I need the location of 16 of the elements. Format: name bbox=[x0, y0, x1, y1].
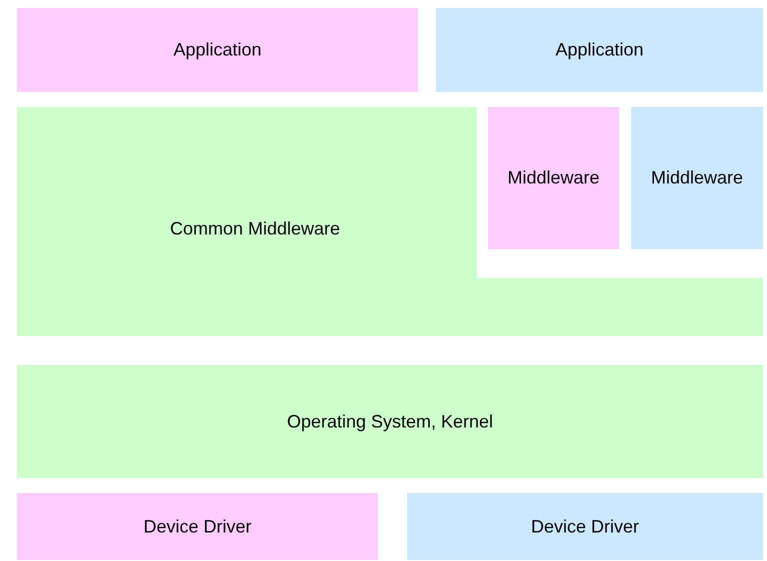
driver-layer bbox=[407, 493, 763, 560]
layer-label: Common Middleware bbox=[170, 218, 340, 240]
middleware-block bbox=[631, 107, 763, 249]
application-layer bbox=[17, 8, 418, 92]
middleware-block bbox=[488, 107, 619, 249]
middleware-layer bbox=[17, 107, 763, 336]
layer-label: Device Driver bbox=[530, 516, 640, 537]
layer-label: Device Driver bbox=[143, 516, 252, 537]
layer-label: Middleware bbox=[507, 168, 600, 188]
driver-layer bbox=[17, 493, 378, 560]
application-layer bbox=[436, 8, 763, 92]
kernel-layer bbox=[17, 365, 763, 478]
layer-label: Application bbox=[173, 40, 262, 60]
layer-label: Application bbox=[555, 40, 644, 60]
layer-label: Operating System, Kernel bbox=[286, 411, 494, 432]
layer-label: Middleware bbox=[650, 168, 744, 188]
